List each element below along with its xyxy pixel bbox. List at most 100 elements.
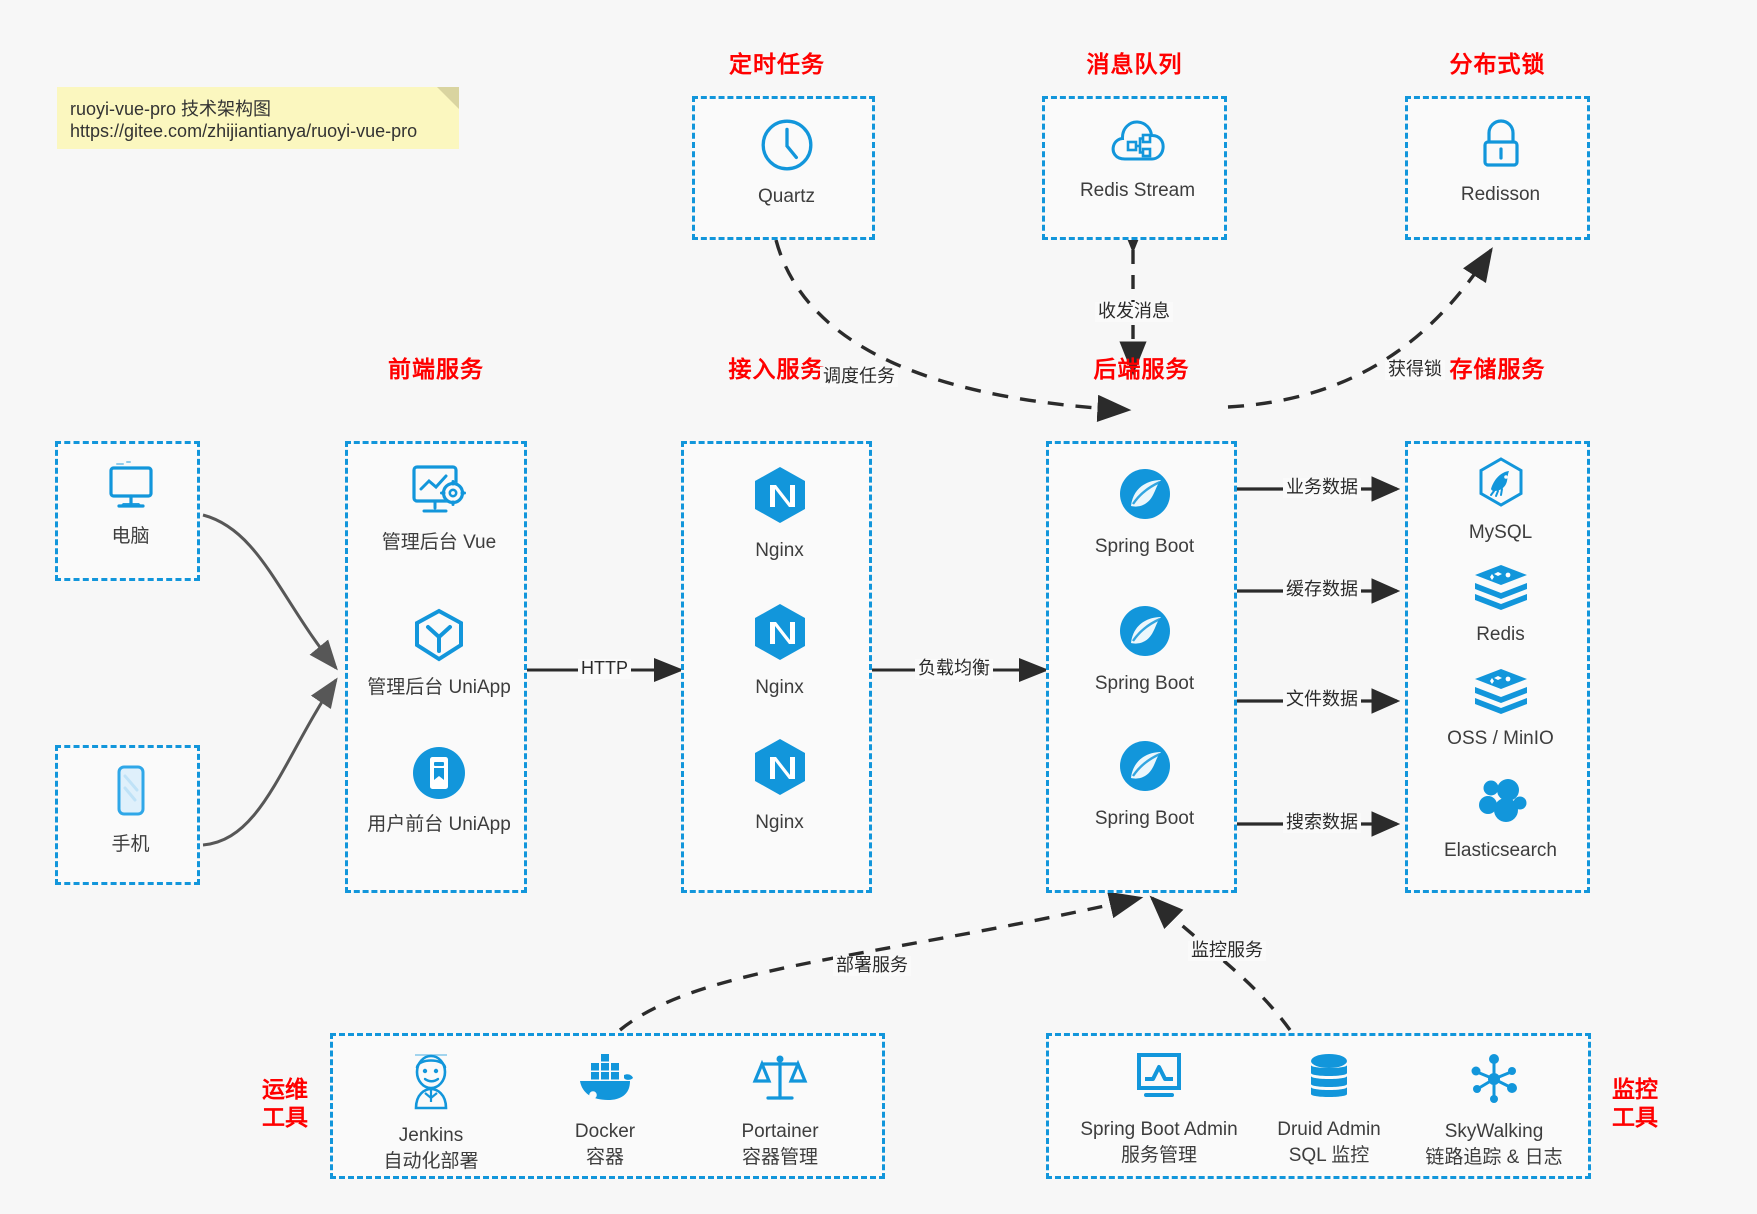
group-client-phone[interactable]: 手机 [55,745,200,885]
node-label: Elasticsearch [1444,840,1557,861]
node-quartz[interactable]: Quartz [695,116,878,210]
group-header-devops: 运维 工具 [250,1075,320,1131]
node-admin-uniapp[interactable]: 管理后台 UniApp [348,607,530,701]
group-header-gateway: 接入服务 [728,356,825,382]
node-spring-boot-3[interactable]: Spring Boot [1049,736,1240,832]
node-phone[interactable]: 手机 [58,764,203,858]
group-storage[interactable]: MySQL Redis [1405,441,1590,893]
node-admin-vue[interactable]: 管理后台 Vue [348,462,530,556]
node-spring-boot-2[interactable]: Spring Boot [1049,601,1240,697]
monitoring-header-line-2: 工具 [1612,1104,1658,1131]
node-nginx-1[interactable]: Nginx [684,464,875,564]
node-label: 电脑 [111,526,150,547]
dashboard-vue-icon [408,462,470,525]
node-label: Docker [574,1121,636,1142]
node-label: Druid Admin [1277,1119,1381,1140]
node-label: Redis [1476,624,1525,645]
node-label: Quartz [757,186,816,207]
group-monitoring[interactable]: Spring Boot Admin 服务管理 Druid Admin SQL 监… [1046,1033,1591,1179]
node-sublabel: 容器 [585,1146,624,1168]
nginx-icon [750,601,810,670]
node-sublabel: 自动化部署 [383,1150,479,1172]
edge-label-file-data: 文件数据 [1283,689,1361,710]
node-elasticsearch[interactable]: Elasticsearch [1408,774,1593,864]
portainer-icon [751,1050,809,1113]
title-note: ruoyi-vue-pro 技术架构图 https://gitee.com/zh… [57,87,459,149]
edge-label-business-data: 业务数据 [1283,477,1361,498]
phone-icon [108,764,154,827]
group-gateway[interactable]: Nginx Nginx Nginx [681,441,872,893]
node-spring-boot-admin[interactable]: Spring Boot Admin 服务管理 [1059,1050,1259,1168]
node-mysql[interactable]: MySQL [1408,456,1593,546]
node-jenkins[interactable]: Jenkins 自动化部署 [351,1050,511,1174]
node-label: Spring Boot [1094,808,1195,829]
edge-label-acquire-lock: 获得锁 [1385,359,1445,380]
edge-label-schedule-task: 调度任务 [820,366,898,387]
nginx-icon [750,736,810,805]
group-frontend[interactable]: 管理后台 Vue 管理后台 UniApp 用户前台 UniApp [345,441,527,893]
spring-boot-icon [1115,601,1175,666]
node-sublabel: 链路追踪 & 日志 [1425,1146,1563,1168]
oss-minio-icon [1472,666,1530,721]
node-label: MySQL [1468,522,1533,543]
group-header-frontend: 前端服务 [388,356,484,382]
group-header-backend: 后端服务 [1093,356,1190,382]
group-devops[interactable]: Jenkins 自动化部署 Docker [330,1033,885,1179]
node-label: 用户前台 UniApp [367,814,511,835]
node-label: Nginx [755,812,804,833]
node-redisson[interactable]: Redisson [1408,116,1593,208]
group-message-queue[interactable]: Redis Stream [1042,96,1227,240]
node-docker[interactable]: Docker 容器 [525,1050,685,1170]
edge-label-send-receive-message: 收发消息 [1095,301,1173,322]
elasticsearch-icon [1472,774,1530,833]
group-client-computer[interactable]: 电脑 [55,441,200,581]
monitor-chart-icon [1130,1050,1188,1111]
database-icon [1301,1050,1357,1111]
node-spring-boot-1[interactable]: Spring Boot [1049,464,1240,560]
node-label: Spring Boot [1094,673,1195,694]
node-redis-stream[interactable]: Redis Stream [1045,116,1230,204]
node-label: Redisson [1460,184,1541,205]
edge-label-cache-data: 缓存数据 [1283,579,1361,600]
group-scheduled-task[interactable]: Quartz [692,96,875,240]
group-header-scheduled-task: 定时任务 [729,51,825,77]
group-header-storage: 存储服务 [1449,356,1546,382]
node-skywalking[interactable]: SkyWalking 链路追踪 & 日志 [1399,1050,1589,1170]
node-label: Jenkins [398,1125,464,1146]
node-label: 管理后台 Vue [381,532,497,553]
skywalking-icon [1465,1050,1523,1113]
node-label: 手机 [111,834,150,855]
node-sublabel: 服务管理 [1120,1144,1197,1166]
devops-header-line-2: 工具 [262,1104,308,1131]
note-line-2: https://gitee.com/zhijiantianya/ruoyi-vu… [70,121,418,141]
node-label: Redis Stream [1079,180,1196,201]
monitor-icon [103,460,159,519]
edge-label-search-data: 搜索数据 [1283,812,1361,833]
group-backend[interactable]: Spring Boot Spring Boot Spring Boot [1046,441,1237,893]
node-label: Spring Boot [1094,536,1195,557]
node-oss-minio[interactable]: OSS / MinIO [1408,666,1593,752]
node-label: Nginx [755,677,804,698]
edge-label-monitor-service: 监控服务 [1188,940,1266,961]
lock-icon [1473,116,1529,177]
node-label: OSS / MinIO [1447,728,1554,749]
clock-icon [758,116,816,179]
monitoring-header-line-1: 监控 [1612,1076,1658,1102]
node-nginx-3[interactable]: Nginx [684,736,875,836]
group-distributed-lock[interactable]: Redisson [1405,96,1590,240]
node-computer[interactable]: 电脑 [58,460,203,550]
docker-icon [574,1050,636,1113]
group-header-distributed-lock: 分布式锁 [1449,51,1546,77]
node-nginx-2[interactable]: Nginx [684,601,875,701]
node-redis[interactable]: Redis [1408,562,1593,648]
nginx-icon [750,464,810,533]
node-druid-admin[interactable]: Druid Admin SQL 监控 [1244,1050,1414,1168]
node-label: Spring Boot Admin [1080,1119,1238,1140]
jenkins-icon [403,1050,459,1117]
uniapp-shield-icon [410,607,468,670]
cloud-stream-icon [1109,116,1167,173]
node-portainer[interactable]: Portainer 容器管理 [695,1050,865,1170]
edge-label-deploy-service: 部署服务 [833,955,911,976]
node-user-uniapp[interactable]: 用户前台 UniApp [348,744,530,838]
